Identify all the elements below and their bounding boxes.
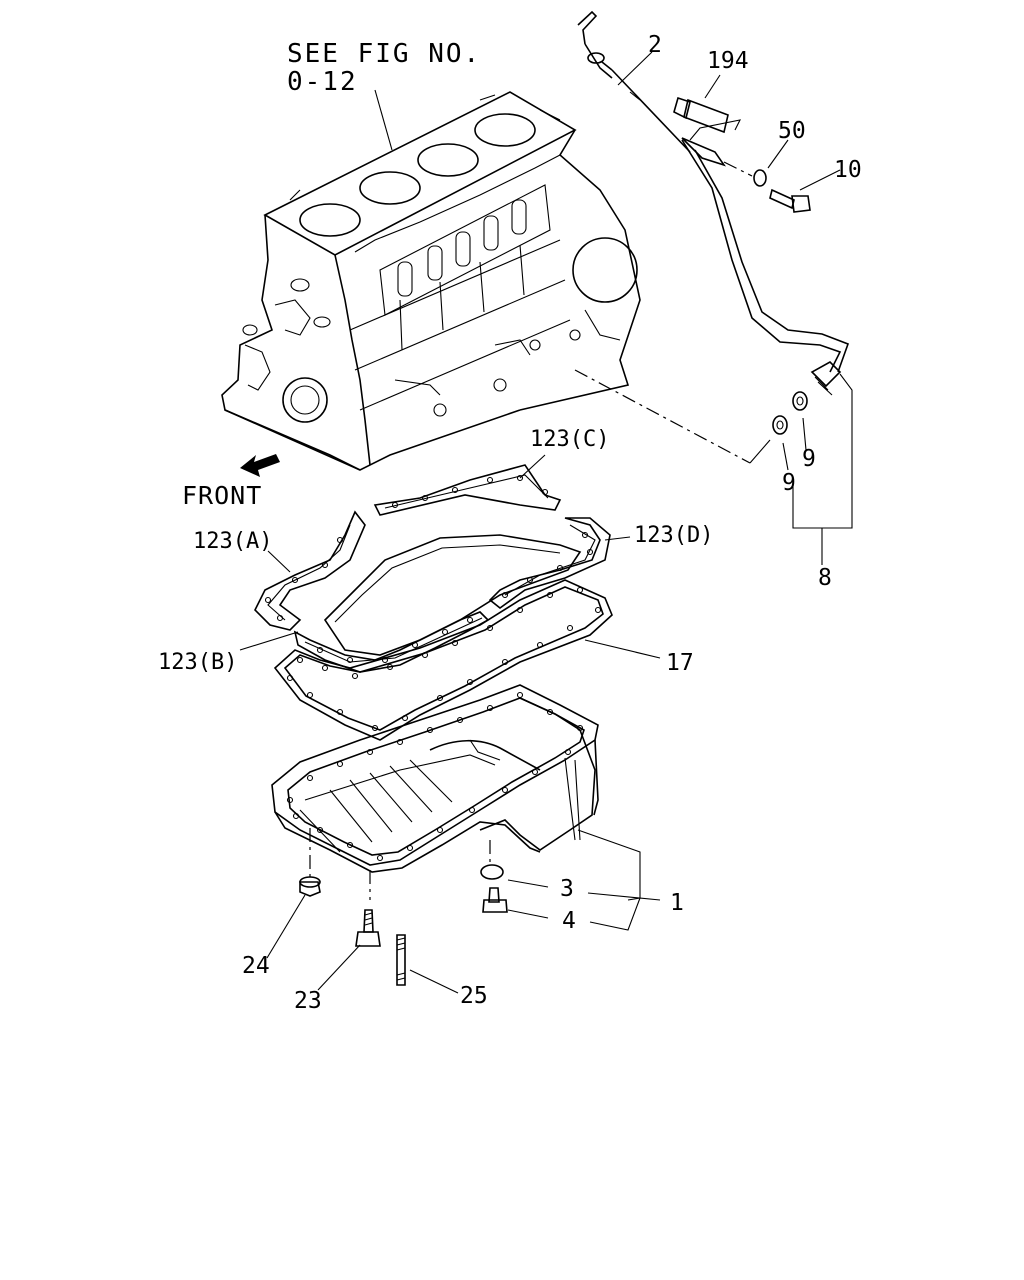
callout-50: 50 <box>778 118 806 144</box>
callout-123a: 123(A) <box>193 529 272 554</box>
callout-123c: 123(C) <box>530 427 609 452</box>
front-label: FRONT <box>182 481 262 510</box>
callout-3: 3 <box>560 876 574 902</box>
callout-10: 10 <box>834 157 862 183</box>
diagram-labels: SEE FIG NO. 0-12 FRONT 2 194 50 10 9 9 8… <box>158 32 862 1014</box>
callout-4: 4 <box>562 908 576 934</box>
callout-9-lower: 9 <box>782 470 796 496</box>
callout-8: 8 <box>818 565 832 591</box>
callout-25: 25 <box>460 983 488 1009</box>
oil-pan <box>271 684 599 900</box>
callout-123b: 123(B) <box>158 650 237 675</box>
callout-1: 1 <box>670 890 684 916</box>
oil-pan-gaskets <box>254 464 613 741</box>
reference-note-line-1: SEE FIG NO. <box>287 39 481 69</box>
reference-note-line-2: 0-12 <box>287 67 358 97</box>
callout-2: 2 <box>648 32 662 58</box>
engine-block <box>221 91 771 471</box>
callout-17: 17 <box>666 650 694 676</box>
callout-9-upper: 9 <box>802 446 816 472</box>
front-arrow-icon <box>240 454 280 477</box>
callout-123d: 123(D) <box>634 523 713 548</box>
callout-194: 194 <box>707 48 749 74</box>
oil-level-gauge-assembly <box>577 10 850 435</box>
leader-lines <box>239 51 853 994</box>
callout-23: 23 <box>294 988 322 1014</box>
fasteners <box>299 864 508 986</box>
callout-24: 24 <box>242 953 270 979</box>
